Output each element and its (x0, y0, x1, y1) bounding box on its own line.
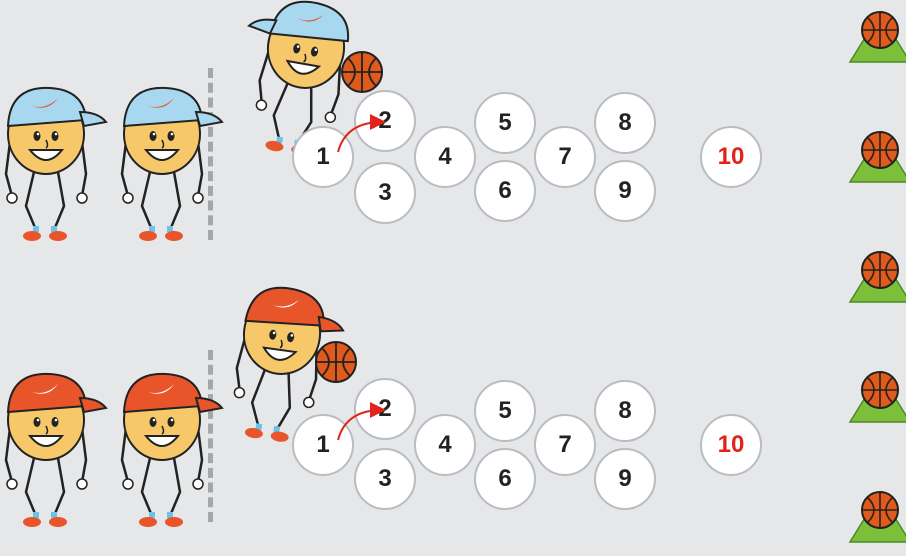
player-blue-1 (4, 86, 108, 243)
spot-4-top: 4 (414, 126, 476, 188)
cone-with-ball-icon (849, 491, 906, 543)
player-blue-passer (246, 0, 355, 162)
cone-with-ball-icon (849, 371, 906, 423)
spot-5-bottom: 5 (474, 380, 536, 442)
pass-arrow-icon (337, 114, 386, 153)
cone-with-ball-icon (849, 131, 906, 183)
spot-2-top: 2 (354, 90, 416, 152)
spot-6-bottom: 6 (474, 448, 536, 510)
basketball-icon (315, 341, 357, 383)
pass-arrow-icon (337, 402, 386, 441)
player-orange-passer (226, 286, 345, 447)
spot-1-bottom: 1 (292, 414, 354, 476)
spot-9-top: 9 (594, 160, 656, 222)
start-line-top (208, 68, 213, 240)
spot-5-top: 5 (474, 92, 536, 154)
spot-6-top: 6 (474, 160, 536, 222)
player-blue-2 (120, 86, 224, 243)
spot-4-bottom: 4 (414, 414, 476, 476)
spot-10-top: 10 (700, 126, 762, 188)
spot-3-top: 3 (354, 162, 416, 224)
basketball-icon (341, 51, 383, 93)
spot-7-bottom: 7 (534, 414, 596, 476)
spot-10-bottom: 10 (700, 414, 762, 476)
start-line-bottom (208, 350, 213, 522)
player-orange-1 (4, 372, 108, 529)
spot-3-bottom: 3 (354, 448, 416, 510)
spot-7-top: 7 (534, 126, 596, 188)
spot-2-bottom: 2 (354, 378, 416, 440)
spot-9-bottom: 9 (594, 448, 656, 510)
player-orange-2 (120, 372, 224, 529)
spot-8-bottom: 8 (594, 380, 656, 442)
cone-with-ball-icon (849, 251, 906, 303)
spot-8-top: 8 (594, 92, 656, 154)
cone-with-ball-icon (849, 11, 906, 63)
spot-1-top: 1 (292, 126, 354, 188)
